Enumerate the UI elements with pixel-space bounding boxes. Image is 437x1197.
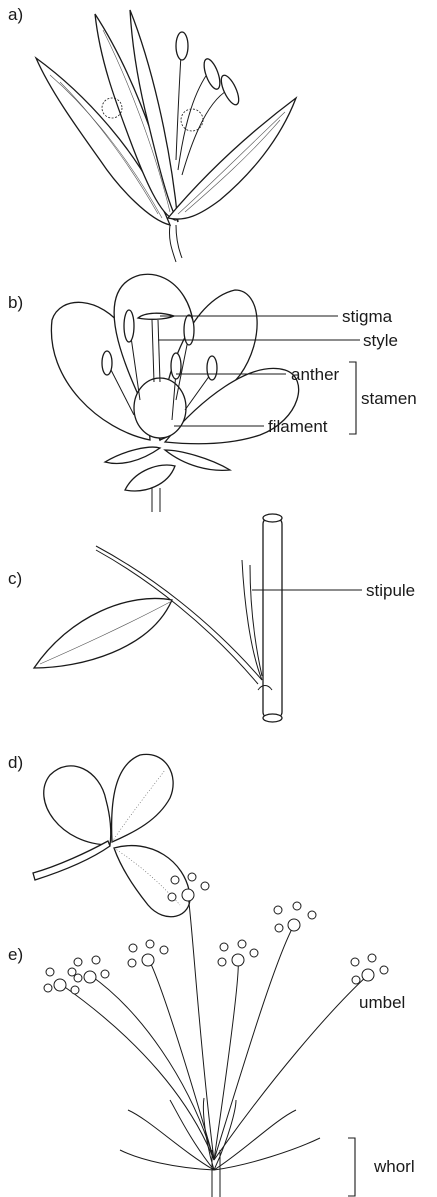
filament-label: filament [268,417,328,436]
panel-e-umbel-drawing [44,873,388,1197]
panel-d: d) [8,753,190,917]
anther-label: anther [291,365,340,384]
whorl-bracket [348,1138,355,1196]
panel-b-letter: b) [8,293,23,312]
panel-a-letter: a) [8,5,23,24]
panel-c: c) stipule [8,514,415,722]
stamen-label: stamen [361,389,417,408]
panel-d-clover-drawing [33,754,190,916]
panel-a-flower-drawing [36,10,296,262]
panel-b-flower-drawing [51,274,298,512]
stamen-bracket [349,362,356,434]
panel-a: a) [8,5,296,262]
stipule-label: stipule [366,581,415,600]
panel-c-leaf-drawing [34,514,282,722]
style-label: style [363,331,398,350]
umbel-label: umbel [359,993,405,1012]
panel-e-letter: e) [8,945,23,964]
panel-e: e) [8,873,415,1197]
panel-d-letter: d) [8,753,23,772]
stigma-label: stigma [342,307,393,326]
whorl-label: whorl [373,1157,415,1176]
panel-b: b) [8,274,417,512]
panel-c-letter: c) [8,569,22,588]
